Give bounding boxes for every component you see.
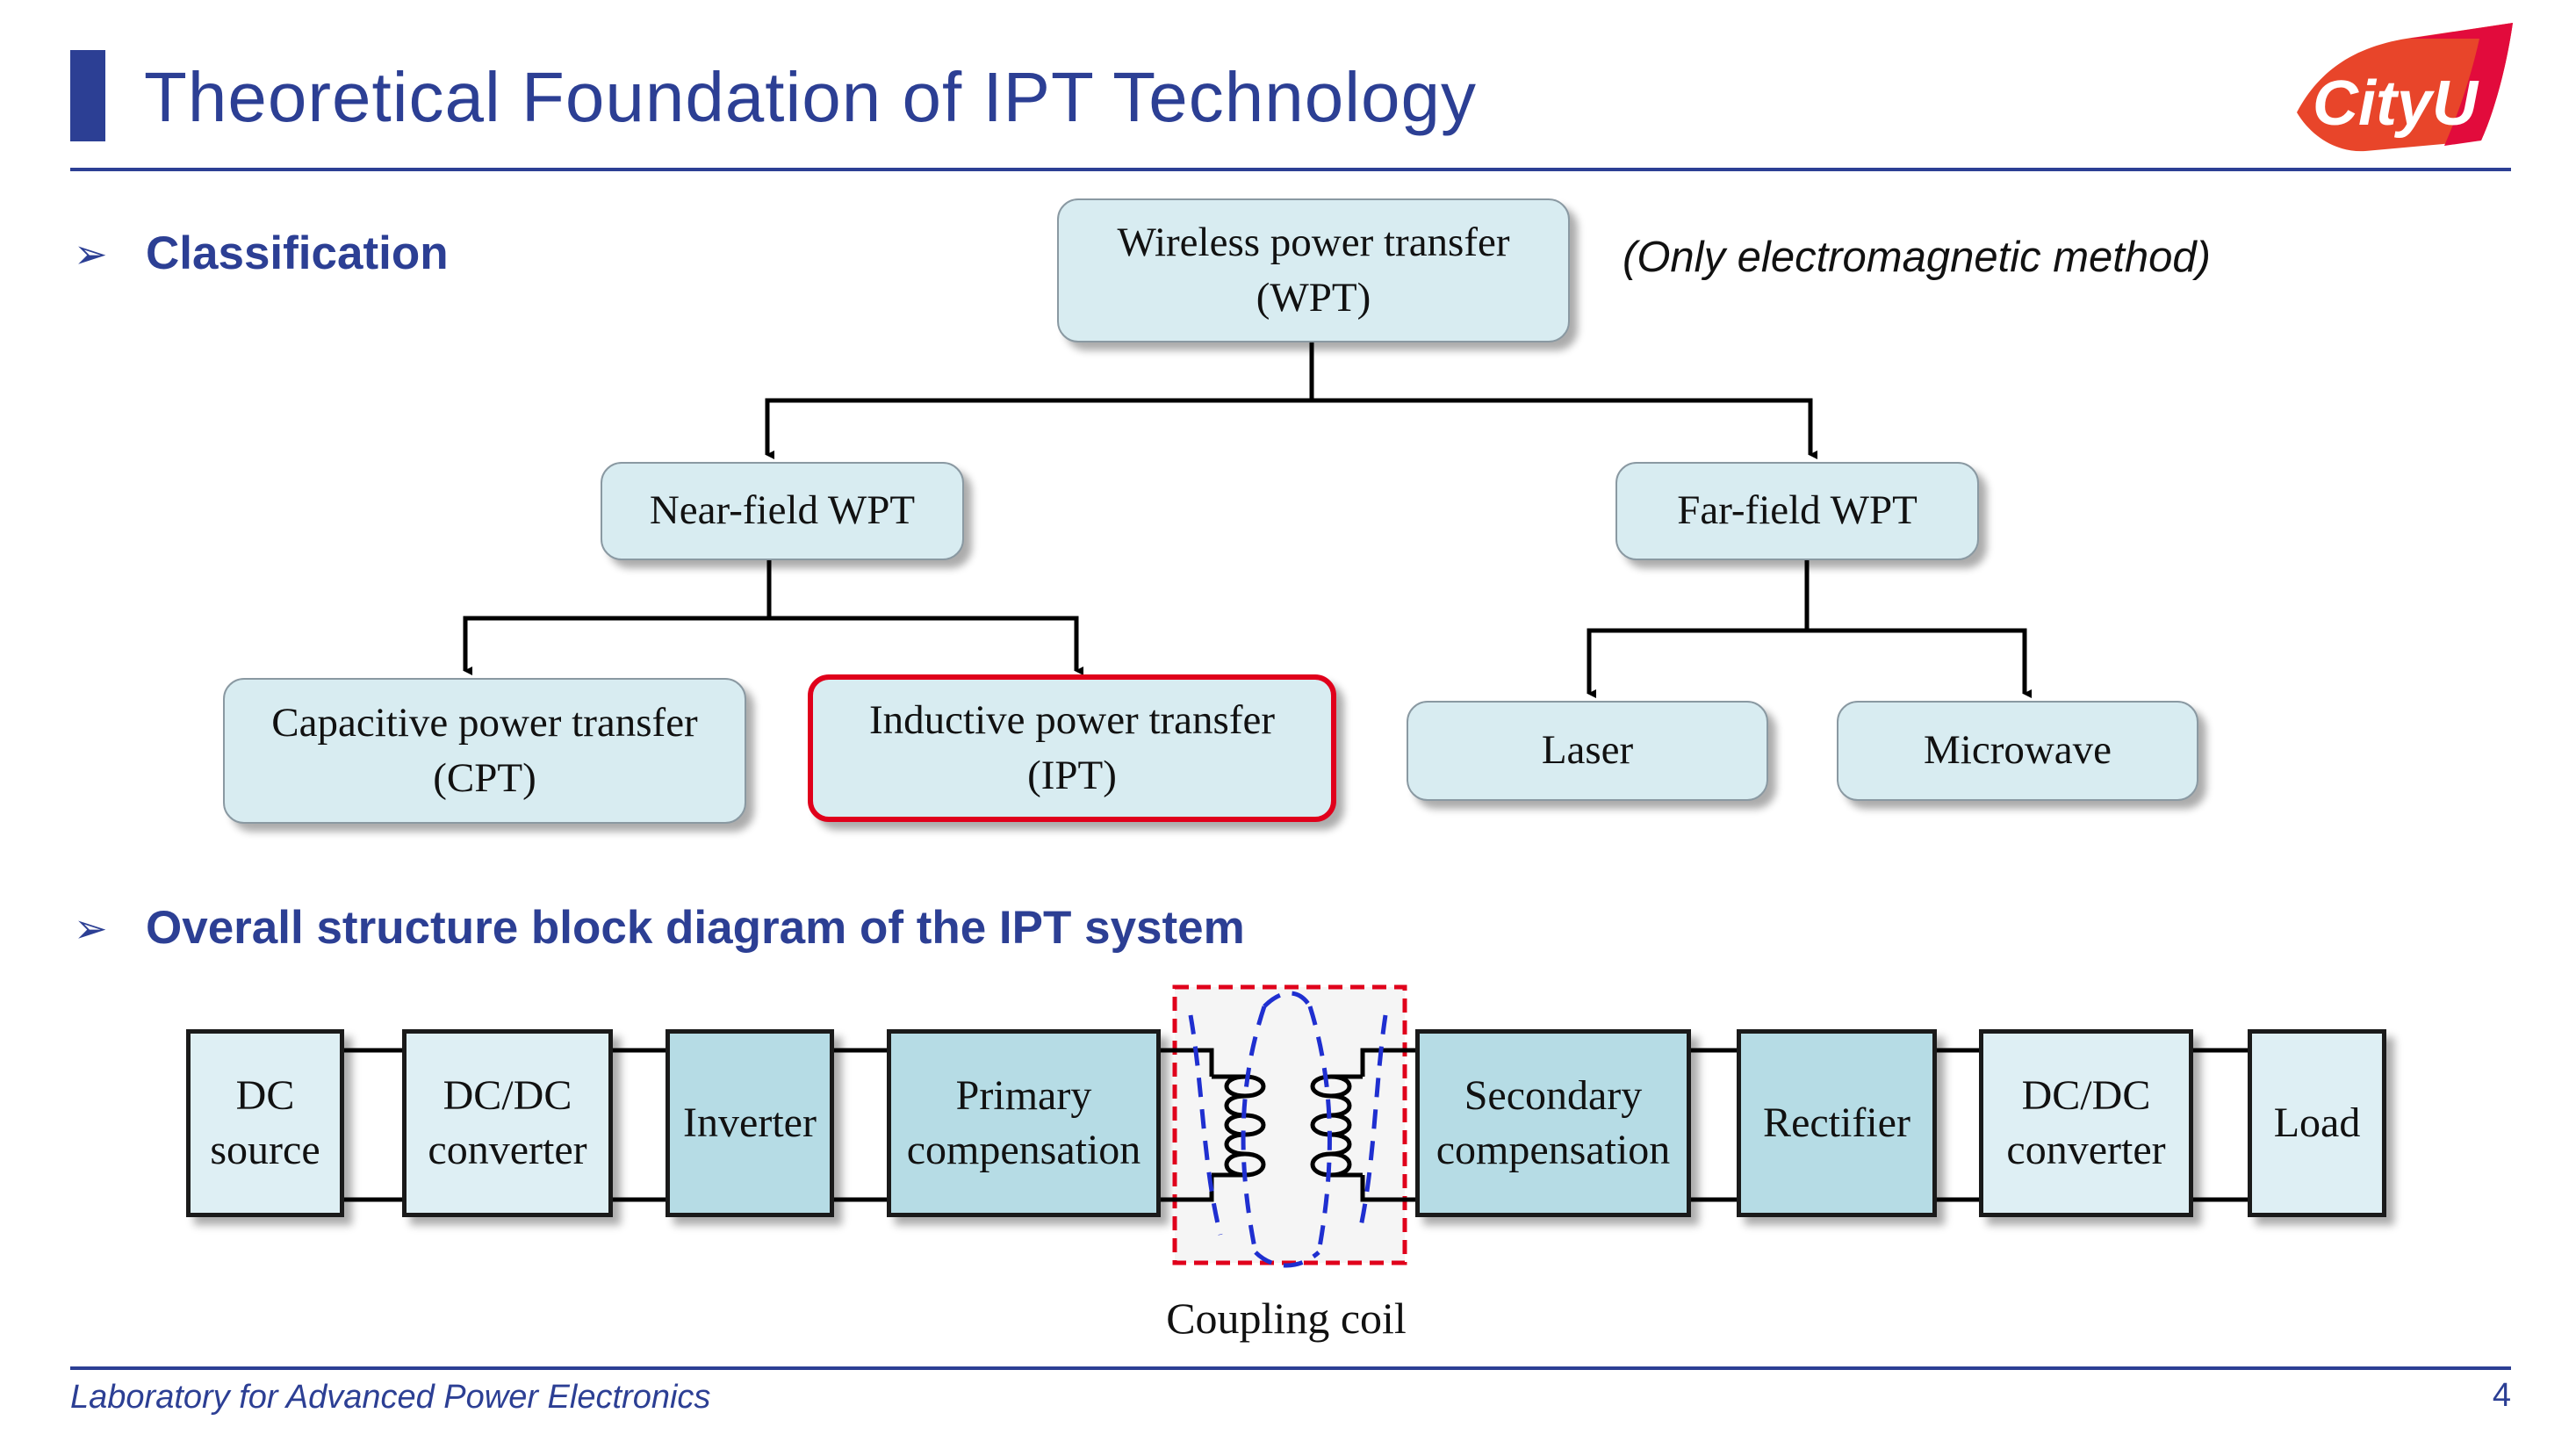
header-divider bbox=[70, 168, 2511, 171]
connector-root-far bbox=[1312, 398, 1817, 459]
block-inverter: Inverter bbox=[666, 1029, 834, 1217]
primary-coil-link bbox=[1212, 1074, 1245, 1178]
footer-lab-name: Laboratory for Advanced Power Electronic… bbox=[70, 1379, 711, 1416]
secondary-wire-top bbox=[1360, 1048, 1414, 1077]
section-heading-classification: Classification bbox=[146, 227, 449, 279]
connector-root-near bbox=[765, 341, 1314, 459]
footer-divider bbox=[70, 1366, 2511, 1370]
bullet-arrow-icon: ➢ bbox=[74, 905, 108, 951]
coupling-coil-label: Coupling coil bbox=[1166, 1294, 1407, 1343]
logo-text: CityU bbox=[2313, 68, 2479, 139]
connector-far-microwave bbox=[1807, 628, 2032, 698]
page-title: Theoretical Foundation of IPT Technology bbox=[144, 58, 1477, 136]
block-primary-compensation: Primary compensation bbox=[887, 1029, 1161, 1217]
node-near-field: Near-field WPT bbox=[601, 462, 964, 560]
section-heading-block-diagram: Overall structure block diagram of the I… bbox=[146, 902, 1245, 954]
logo-shape-accent bbox=[2409, 23, 2513, 146]
block-secondary-compensation: Secondary compensation bbox=[1415, 1029, 1691, 1217]
flux-line-outer-right bbox=[1356, 1014, 1388, 1236]
node-microwave: Microwave bbox=[1837, 701, 2198, 801]
connector-far-laser bbox=[1587, 560, 1810, 698]
cityu-logo: CityU bbox=[2297, 23, 2513, 152]
primary-coil-icon bbox=[1224, 1074, 1246, 1178]
page-number: 4 bbox=[2492, 1377, 2511, 1414]
coupling-coil-dashed-box bbox=[1172, 984, 1407, 1265]
block-dc-dc-converter-secondary: DC/DC converter bbox=[1979, 1029, 2193, 1217]
title-accent-bar bbox=[70, 50, 105, 141]
block-load: Load bbox=[2248, 1029, 2386, 1217]
coupling-coil-diagram bbox=[1168, 984, 1414, 1268]
secondary-wire-bottom bbox=[1360, 1175, 1414, 1202]
node-laser: Laser bbox=[1407, 701, 1768, 801]
block-dc-source: DC source bbox=[186, 1029, 344, 1217]
flux-line-bottom-arc bbox=[1254, 1251, 1320, 1268]
block-rectifier: Rectifier bbox=[1737, 1029, 1937, 1217]
block-dc-dc-converter-primary: DC/DC converter bbox=[402, 1029, 613, 1217]
node-far-field: Far-field WPT bbox=[1615, 462, 1979, 560]
secondary-coil-icon bbox=[1330, 1074, 1352, 1178]
node-cpt: Capacitive power transfer (CPT) bbox=[223, 678, 746, 824]
node-wpt: Wireless power transfer (WPT) bbox=[1057, 198, 1570, 342]
node-ipt-highlighted: Inductive power transfer (IPT) bbox=[808, 674, 1336, 822]
note-electromagnetic: (Only electromagnetic method) bbox=[1623, 234, 2211, 281]
bullet-arrow-icon: ➢ bbox=[74, 231, 108, 277]
connector-near-cpt bbox=[463, 560, 772, 675]
primary-coil-loops bbox=[1244, 1074, 1266, 1178]
primary-wire-top bbox=[1168, 1048, 1214, 1077]
connector-near-ipt bbox=[769, 616, 1083, 675]
flux-line-top-arc bbox=[1263, 991, 1313, 1008]
flux-line-outer-left bbox=[1188, 1014, 1223, 1236]
secondary-coil-link bbox=[1331, 1074, 1363, 1178]
